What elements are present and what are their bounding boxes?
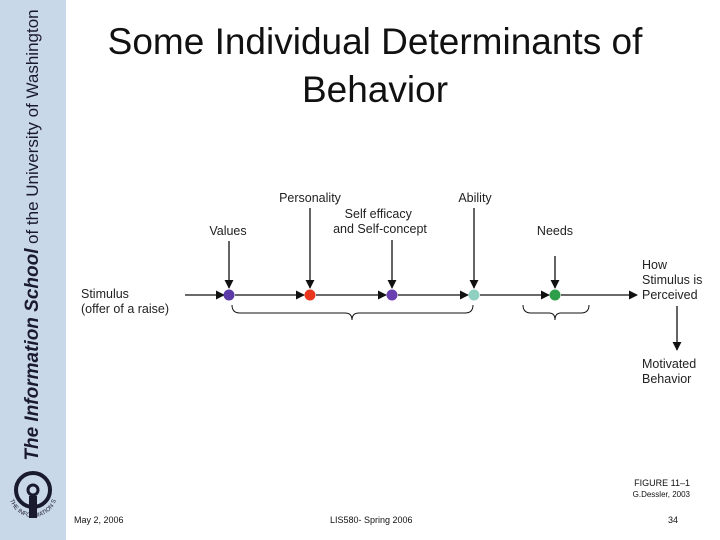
ability-node [468,289,480,301]
behavior-line2: Behavior [642,372,691,386]
footer-course: LIS580- Spring 2006 [330,515,413,525]
behavior-label: Motivated Behavior [642,357,700,386]
footer-page: 34 [668,515,679,525]
needs-node [549,289,561,301]
self-efficacy-line2: and Self-concept [333,222,427,236]
slide-title: Some Individual Determinants of Behavior [70,18,680,114]
slide-title-line1: Some Individual Determinants of [107,21,643,62]
values-node [223,289,235,301]
stimulus-line1: Stimulus [81,287,129,301]
perceived-line1: How [642,258,668,272]
stimulus-line2: (offer of a raise) [81,302,169,316]
figure-label: FIGURE 11–1 [634,478,690,488]
brace-left-group [231,304,474,321]
perceived-label: How Stimulus is Perceived [642,258,706,302]
behavior-line1: Motivated [642,357,696,371]
ability-label: Ability [458,191,492,205]
figure-credit: G.Dessler, 2003 [632,490,690,499]
values-label: Values [209,224,246,238]
sidebar-band: The Information School of the University… [0,0,66,540]
perceived-line3: Perceived [642,288,698,302]
self-efficacy-label: Self efficacy and Self-concept [333,207,427,236]
brace-right-group [522,304,590,321]
stimulus-label: Stimulus (offer of a raise) [81,287,169,316]
slide-title-line2: Behavior [301,69,449,110]
ischool-logo: THE INFORMATION SCHOOL [2,460,58,519]
self-efficacy-line1: Self efficacy [345,207,413,221]
personality-label: Personality [279,191,342,205]
footer-date: May 2, 2006 [74,515,124,525]
self-efficacy-node [386,289,398,301]
personality-node [304,289,316,301]
perceived-line2: Stimulus is [642,273,702,287]
needs-label: Needs [537,224,573,238]
